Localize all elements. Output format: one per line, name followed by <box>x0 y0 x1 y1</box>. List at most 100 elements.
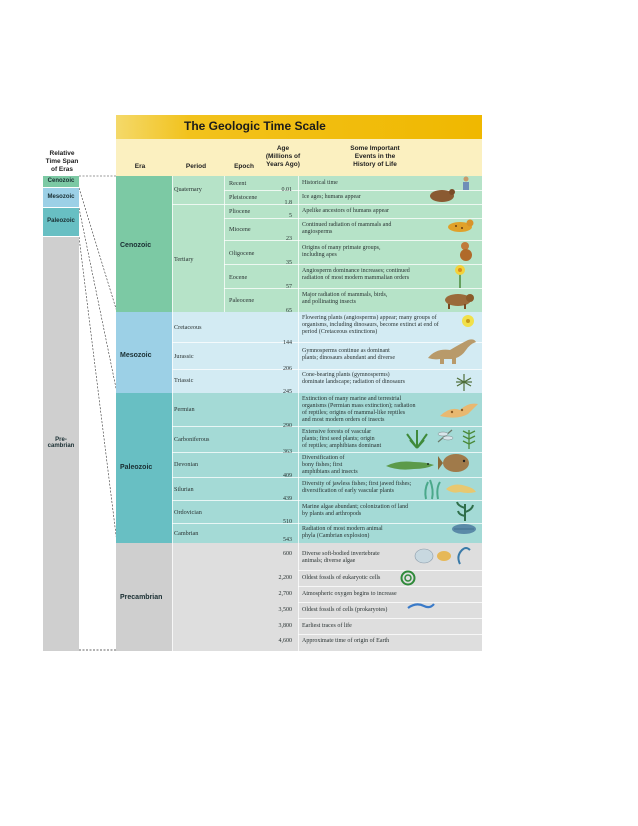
age-value: 23 <box>286 236 292 242</box>
big-cat-icon <box>448 219 474 232</box>
event-text: Historical time <box>302 180 338 186</box>
age-value: 5 <box>289 213 292 219</box>
dinosaur-icon <box>428 339 476 364</box>
relative-precambrian: Pre- cambrian <box>43 237 79 651</box>
divider-age <box>298 176 299 651</box>
fern-icon <box>462 430 476 449</box>
conifer-icon <box>456 374 472 391</box>
age-value: 3,800 <box>278 623 293 629</box>
age-value: 3,500 <box>278 607 293 613</box>
epoch-recent: Recent <box>229 180 247 187</box>
age-value: 409 <box>283 473 292 479</box>
header-band <box>116 139 482 176</box>
period-jurassic: Jurassic <box>174 353 194 360</box>
age-value: 290 <box>283 423 292 429</box>
era-label-mesozoic: Mesozoic <box>120 352 152 359</box>
header-period: Period <box>185 163 207 170</box>
mammal-icon <box>445 294 474 309</box>
prokaryote-icon <box>407 603 435 609</box>
age-value: 4,600 <box>278 638 293 644</box>
era-label-precambrian: Precambrian <box>120 594 163 601</box>
connector-lines <box>79 175 118 651</box>
period-ordovician: Ordovician <box>174 509 202 516</box>
age-value: 144 <box>283 340 292 346</box>
divider-era <box>172 176 173 651</box>
age-value: 65 <box>286 308 292 314</box>
row-line <box>172 523 482 524</box>
period-cambrian: Cambrian <box>174 530 199 537</box>
epoch-pleistocene: Pleistocene <box>229 194 258 201</box>
amphibian-icon <box>386 461 434 470</box>
row-line <box>172 452 482 453</box>
event-text: Major radiation of mammals, birds,and po… <box>302 292 388 305</box>
event-text: Apelike ancestors of humans appear <box>302 208 389 214</box>
age-value: 363 <box>283 449 292 455</box>
epoch-oligocene: Oligocene <box>229 250 255 257</box>
row-line <box>298 618 482 619</box>
header-era: Era <box>134 163 146 170</box>
row-line <box>172 477 482 478</box>
event-text: Diversity of jawless fishes; first jawed… <box>302 481 412 494</box>
event-text: Cone-bearing plants (gymnosperms)dominat… <box>302 372 405 385</box>
row-line <box>224 240 482 241</box>
period-tertiary: Tertiary <box>174 256 194 263</box>
row-line <box>298 586 482 587</box>
epoch-eocene: Eocene <box>229 274 248 281</box>
age-value: 543 <box>283 537 292 543</box>
fish-icon <box>438 454 469 472</box>
age-value: 510 <box>283 519 292 525</box>
age-value: 57 <box>286 284 292 290</box>
reptile-icon <box>440 403 478 418</box>
flower-icon <box>455 265 465 288</box>
row-line <box>224 264 482 265</box>
event-text: Earliest traces of life <box>302 623 352 629</box>
invertebrate-icon <box>414 547 471 565</box>
hominid-icon <box>430 189 455 202</box>
period-triassic: Triassic <box>174 377 194 384</box>
event-text: Atmospheric oxygen begins to increase <box>302 591 397 597</box>
connector-bottom <box>79 649 117 651</box>
period-quaternary: Quaternary <box>174 186 202 193</box>
row-line <box>298 602 482 603</box>
event-text: Flowering plants (angiosperms) appear; m… <box>302 315 439 335</box>
epoch-miocene: Miocene <box>229 226 251 233</box>
age-value: 35 <box>286 260 292 266</box>
page-title: The Geologic Time Scale <box>184 119 326 133</box>
period-silurian: Silurian <box>174 486 194 493</box>
dragonfly-icon <box>437 429 454 443</box>
event-text: Oldest fossils of cells (prokaryotes) <box>302 607 388 613</box>
monkey-icon <box>460 242 472 261</box>
event-text: Oldest fossils of eukaryotic cells <box>302 575 381 581</box>
age-value: 1.8 <box>284 200 293 206</box>
row-line <box>172 500 482 501</box>
event-text: Approximate time of origin of Earth <box>302 638 390 644</box>
era-label-cenozoic: Cenozoic <box>120 242 152 249</box>
row-line <box>172 369 482 370</box>
cenozoic-detail <box>172 176 482 312</box>
relative-mesozoic: Mesozoic <box>43 188 79 207</box>
period-permian: Permian <box>174 406 195 413</box>
fern-icon <box>406 430 428 449</box>
period-cretaceous: Cretaceous <box>174 324 202 331</box>
age-value: 245 <box>283 389 292 395</box>
row-line <box>298 634 482 635</box>
age-value: 2,200 <box>278 575 293 581</box>
age-value: 0.01 <box>281 187 293 193</box>
row-line <box>224 218 482 219</box>
algae-icon <box>456 501 474 521</box>
row-line <box>172 204 482 205</box>
period-carboniferous: Carboniferous <box>174 436 210 443</box>
age-value: 2,700 <box>278 591 293 597</box>
period-devonian: Devonian <box>174 461 199 468</box>
human-icon <box>463 176 469 190</box>
event-text: Extinction of many marine and terrestria… <box>302 396 416 423</box>
event-text: Origins of many primate groups,including… <box>302 245 381 258</box>
